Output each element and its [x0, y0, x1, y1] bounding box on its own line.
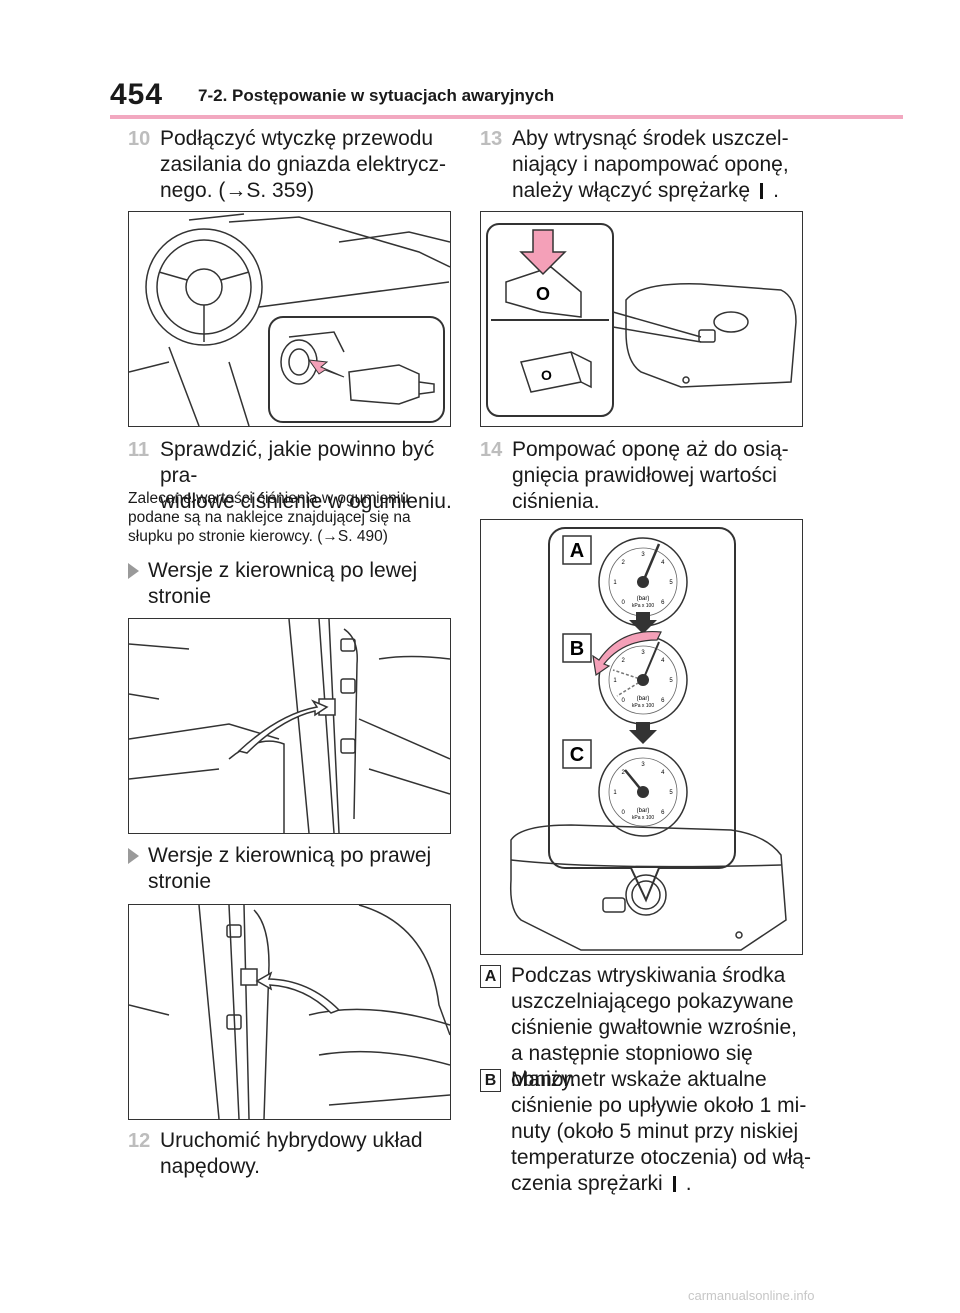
gauge-tick-label: 6	[661, 600, 665, 606]
step-13: 13 Aby wtrysnąć środek uszczel- niający …	[480, 126, 820, 206]
version-text-line: Wersje z kierownicą po prawej	[148, 844, 432, 867]
gauge-c: (bar) kPa x 100	[598, 747, 688, 837]
para-line: ciśnienie gwałtownie wzrośnie,	[511, 1016, 797, 1039]
gauge-tick-label: 6	[661, 698, 665, 704]
version-text-line: stronie	[148, 585, 212, 608]
footer-watermark: carmanualsonline.info	[688, 1288, 815, 1303]
step-text-line: niający i napompować oponę,	[512, 153, 789, 176]
para-a: A Podczas wtryskiwania środka uszczelnia…	[480, 963, 820, 1091]
note-line: słupku po stronie kierowcy. (→S. 490)	[128, 528, 388, 545]
gauge-tick-label: 1	[613, 580, 617, 586]
step-text-line: Aby wtrysnąć środek uszczel-	[512, 127, 789, 150]
step-text-line: nego. (→S. 359)	[160, 179, 315, 202]
para-line: nuty (około 5 minut przy niskiej	[511, 1120, 799, 1143]
svg-text:O: O	[541, 367, 552, 383]
badge-a: A	[480, 965, 501, 988]
version-text-line: Wersje z kierownicą po lewej	[148, 559, 418, 582]
note-pressure-label: Zalecane wartości ciśnienia w ogumieniu …	[128, 489, 458, 546]
para-b: B Manometr wskaże aktualne ciśnienie po …	[480, 1067, 820, 1197]
step-number: 14	[480, 439, 503, 461]
step-10: 10 Podłączyć wtyczkę przewodu zasilania …	[128, 126, 458, 206]
figure-rhd-pillar	[128, 904, 451, 1120]
para-line: Manometr wskaże aktualne	[511, 1068, 767, 1091]
figure-pressure-gauges: (bar) kPa x 100 (bar) kPa x 100 (bar) kP…	[480, 519, 803, 955]
note-line: Zalecane wartości ciśnienia w ogumieniu	[128, 490, 409, 507]
switch-on-symbol-icon	[760, 183, 764, 199]
gauge-tick-label: 2	[622, 560, 626, 566]
para-line: ciśnienie po upływie około 1 mi-	[511, 1094, 807, 1117]
step-text-line: widłowe ciśnienie w ogumieniu.	[160, 490, 452, 513]
gauge-a: (bar) kPa x 100	[598, 537, 688, 627]
gauge-unit: kPa x 100	[632, 815, 654, 821]
gauge-tick-label: 1	[613, 790, 617, 796]
step-text-line: .	[773, 179, 779, 202]
step-text-line: zasilania do gniazda elektrycz-	[160, 153, 446, 176]
badge-b: B	[480, 1069, 501, 1092]
gauge-unit: kPa x 100	[632, 703, 654, 709]
step-text-line: gnięcia prawidłowej wartości	[512, 464, 777, 487]
gauge-b: (bar) kPa x 100	[598, 635, 688, 725]
gauge-label-b: B	[570, 638, 584, 660]
page-number: 454	[110, 78, 164, 111]
gauge-tick-label: 6	[661, 810, 665, 816]
gauge-label-a: A	[570, 540, 584, 562]
para-line: .	[685, 1172, 692, 1195]
version-lhd: Wersje z kierownicą po lewej stronie	[128, 558, 458, 614]
note-line: podane są na naklejce znajdującej się na	[128, 509, 411, 526]
step-11: 11 Sprawdzić, jakie powinno być pra- wid…	[128, 437, 458, 513]
gauge-tick-label: 0	[622, 600, 626, 606]
gauge-tick-label: 2	[622, 770, 626, 776]
version-text-line: stronie	[148, 870, 212, 893]
step-text-line: Sprawdzić, jakie powinno być pra-	[160, 438, 435, 487]
gauge-tick-label: 4	[661, 770, 665, 776]
step-text-line: napędowy.	[160, 1155, 261, 1178]
para-line: Podczas wtryskiwania środka	[511, 964, 786, 987]
step-text-line: Podłączyć wtyczkę przewodu	[160, 127, 434, 150]
gauge-tick-label: 4	[661, 560, 665, 566]
figure-lhd-pillar	[128, 618, 451, 834]
version-rhd: Wersje z kierownicą po prawej stronie	[128, 843, 458, 899]
step-number: 13	[480, 128, 503, 150]
step-text-line: należy włączyć sprężarkę	[512, 179, 751, 202]
gauge-tick-label: 4	[661, 658, 665, 664]
figure-compressor-switch: O O	[480, 211, 803, 427]
svg-text:O: O	[536, 284, 550, 304]
figure-power-plug	[128, 211, 451, 427]
step-text-line: Pompować oponę aż do osią-	[512, 438, 789, 461]
step-number: 12	[128, 1130, 151, 1152]
gauge-tick-label: 5	[669, 790, 673, 796]
bullet-triangle-icon	[128, 563, 139, 579]
step-text-line: Uruchomić hybrydowy układ	[160, 1129, 423, 1152]
gauge-tick-label: 1	[613, 678, 617, 684]
step-number: 11	[128, 439, 150, 461]
section-title: 7-2. Postępowanie w sytuacjach awaryjnyc…	[198, 86, 555, 105]
gauge-tick-label: 3	[641, 552, 645, 558]
para-line: czenia sprężarki	[511, 1172, 663, 1195]
switch-on-symbol-icon	[672, 1176, 676, 1192]
gauge-unit: (bar)	[637, 596, 650, 602]
gauge-unit: kPa x 100	[632, 603, 654, 609]
bullet-triangle-icon	[128, 848, 139, 864]
gauge-unit: (bar)	[637, 696, 650, 702]
gauge-unit: (bar)	[637, 808, 650, 814]
step-text-line: ciśnienia.	[512, 490, 600, 513]
gauge-label-c: C	[570, 744, 584, 766]
step-number: 10	[128, 128, 151, 150]
gauge-tick-label: 3	[641, 762, 645, 768]
gauge-tick-label: 3	[641, 650, 645, 656]
header-divider	[110, 115, 903, 119]
step-14: 14 Pompować oponę aż do osią- gnięcia pr…	[480, 437, 820, 517]
gauge-tick-label: 5	[669, 678, 673, 684]
gauge-tick-label: 5	[669, 580, 673, 586]
gauge-tick-label: 0	[622, 810, 626, 816]
para-line: a następnie stopniowo się obniży.	[511, 1042, 753, 1091]
gauge-tick-label: 2	[622, 658, 626, 664]
step-12: 12 Uruchomić hybrydowy układ napędowy.	[128, 1128, 458, 1182]
para-line: temperaturze otoczenia) od włą-	[511, 1146, 811, 1169]
gauge-tick-label: 0	[622, 698, 626, 704]
para-line: uszczelniającego pokazywane	[511, 990, 794, 1013]
